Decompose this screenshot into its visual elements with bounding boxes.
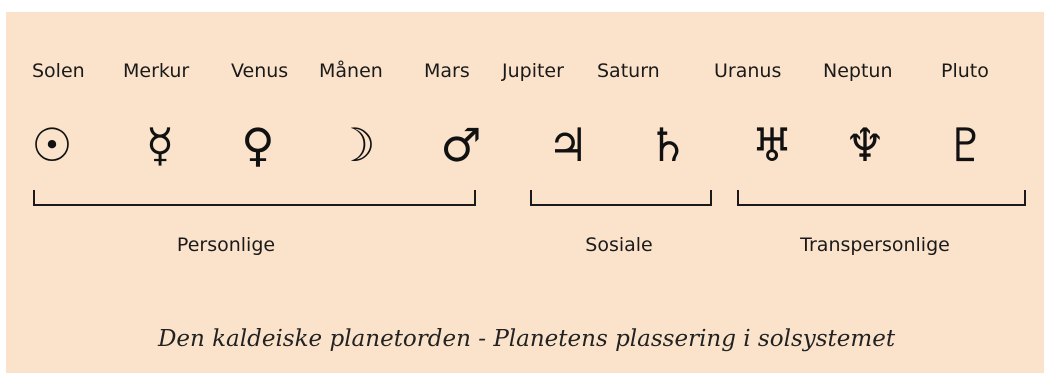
planet-name-uranus: Uranus bbox=[714, 60, 782, 82]
planet-name-merkur: Merkur bbox=[123, 60, 190, 82]
bracket-transpersonlige bbox=[737, 190, 1026, 206]
bracket-sosiale bbox=[530, 190, 712, 206]
group-label-personlige: Personlige bbox=[176, 234, 276, 256]
planet-name-neptun: Neptun bbox=[823, 60, 893, 82]
mars-icon: ♂ bbox=[440, 118, 482, 172]
mercury-icon: ☿ bbox=[145, 118, 175, 172]
sun-icon: ☉ bbox=[31, 118, 73, 172]
jupiter-icon: ♃ bbox=[547, 118, 589, 172]
planet-name-solen: Solen bbox=[32, 60, 85, 82]
diagram-panel bbox=[6, 12, 1044, 373]
planet-name-manen: Månen bbox=[319, 60, 383, 82]
group-label-transpersonlige: Transpersonlige bbox=[800, 234, 950, 256]
neptune-icon: ♆ bbox=[844, 118, 886, 172]
planet-name-saturn: Saturn bbox=[597, 60, 660, 82]
planet-name-mars: Mars bbox=[424, 60, 470, 82]
pluto-icon: ♇ bbox=[945, 118, 987, 172]
uranus-icon: ♅ bbox=[751, 118, 793, 172]
saturn-icon: ♄ bbox=[647, 118, 689, 172]
group-label-sosiale: Sosiale bbox=[585, 234, 653, 256]
planet-name-jupiter: Jupiter bbox=[502, 60, 564, 82]
venus-icon: ♀ bbox=[241, 118, 275, 172]
bracket-personlige bbox=[33, 190, 476, 206]
planet-name-venus: Venus bbox=[231, 60, 289, 82]
planet-name-pluto: Pluto bbox=[941, 60, 989, 82]
moon-icon: ☽ bbox=[334, 118, 376, 172]
diagram-caption: Den kaldeiske planetorden - Planetens pl… bbox=[157, 326, 896, 352]
